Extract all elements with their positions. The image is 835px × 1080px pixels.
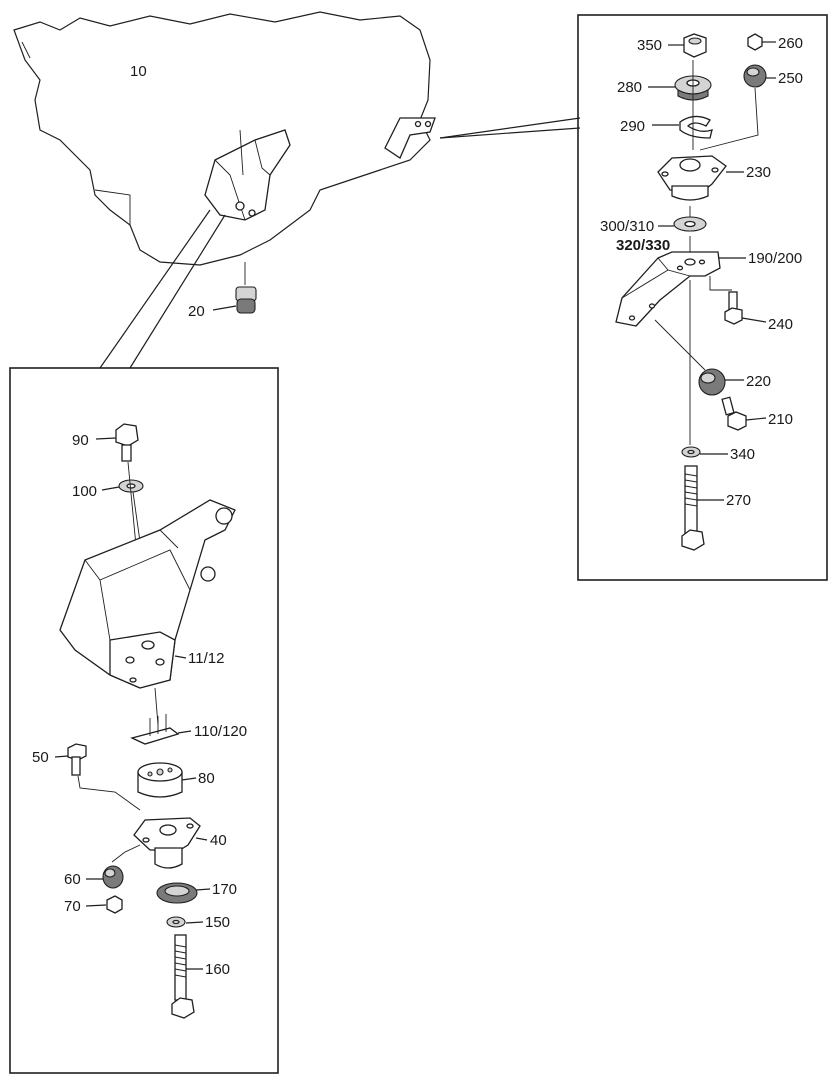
connector-line-right-box-2 [439, 117, 581, 139]
connector-line-left-box [99, 209, 211, 369]
engine-left-bracket-small [204, 129, 291, 221]
part-290-clip [652, 115, 713, 139]
part-270-long-bolt [681, 465, 724, 551]
label-160: 160 [205, 961, 230, 978]
part-250-nut [743, 64, 776, 88]
part-220-rubber-bush [698, 368, 744, 396]
label-350: 350 [637, 37, 662, 54]
label-270: 270 [726, 492, 751, 509]
label-210: 210 [768, 411, 793, 428]
part-300-310-washer [658, 206, 707, 232]
part-280-washer [648, 75, 712, 101]
label-280: 280 [617, 79, 642, 96]
label-170: 170 [212, 881, 237, 898]
engine-block-outline [13, 11, 431, 266]
label-60: 60 [64, 871, 81, 888]
part-230-engine-mount [657, 155, 744, 201]
connector-line-left-box-2 [129, 214, 226, 369]
label-240: 240 [768, 316, 793, 333]
part-60-nut [86, 844, 141, 889]
part-260-nut [747, 33, 776, 51]
label-20: 20 [188, 303, 205, 320]
label-300-310: 300/310 [600, 218, 654, 235]
part-210-bolt [721, 396, 767, 431]
label-250: 250 [778, 70, 803, 87]
label-230: 230 [746, 164, 771, 181]
part-150-washer [166, 916, 204, 928]
label-90: 90 [72, 432, 89, 449]
part-340-washer [681, 446, 728, 458]
left-detail-box [9, 367, 279, 1074]
part-110-120-shim [130, 714, 192, 745]
label-70: 70 [64, 898, 81, 915]
label-190-200: 190/200 [748, 250, 802, 267]
right-detail-box [577, 14, 828, 581]
label-11-12: 11/12 [188, 650, 224, 667]
part-50-bolt [54, 743, 141, 811]
part-40-engine-mount [133, 817, 208, 869]
label-40: 40 [210, 832, 227, 849]
part-240-bolt [709, 276, 767, 325]
part-90-bolt [95, 423, 139, 462]
part-20-drain-plug [212, 262, 257, 314]
part-11-12-engine-bracket [59, 499, 236, 689]
label-340: 340 [730, 446, 755, 463]
label-110-120: 110/120 [194, 723, 247, 740]
part-160-long-bolt [171, 934, 203, 1019]
label-100: 100 [72, 483, 97, 500]
part-70-nut [85, 895, 123, 914]
label-10: 10 [130, 63, 147, 80]
label-260: 260 [778, 35, 803, 52]
label-290: 290 [620, 118, 645, 135]
label-150: 150 [205, 914, 230, 931]
part-80-rubber-block [137, 762, 197, 798]
engine-right-bracket-small [384, 117, 436, 159]
part-100-washer [101, 479, 144, 493]
label-80: 80 [198, 770, 215, 787]
label-320-330: 320/330 [616, 237, 670, 254]
part-350-nut [668, 33, 707, 58]
label-220: 220 [746, 373, 771, 390]
connector-line-right-box [439, 127, 581, 139]
label-50: 50 [32, 749, 49, 766]
part-190-200-bracket [615, 236, 746, 327]
part-170-washer [156, 882, 211, 904]
